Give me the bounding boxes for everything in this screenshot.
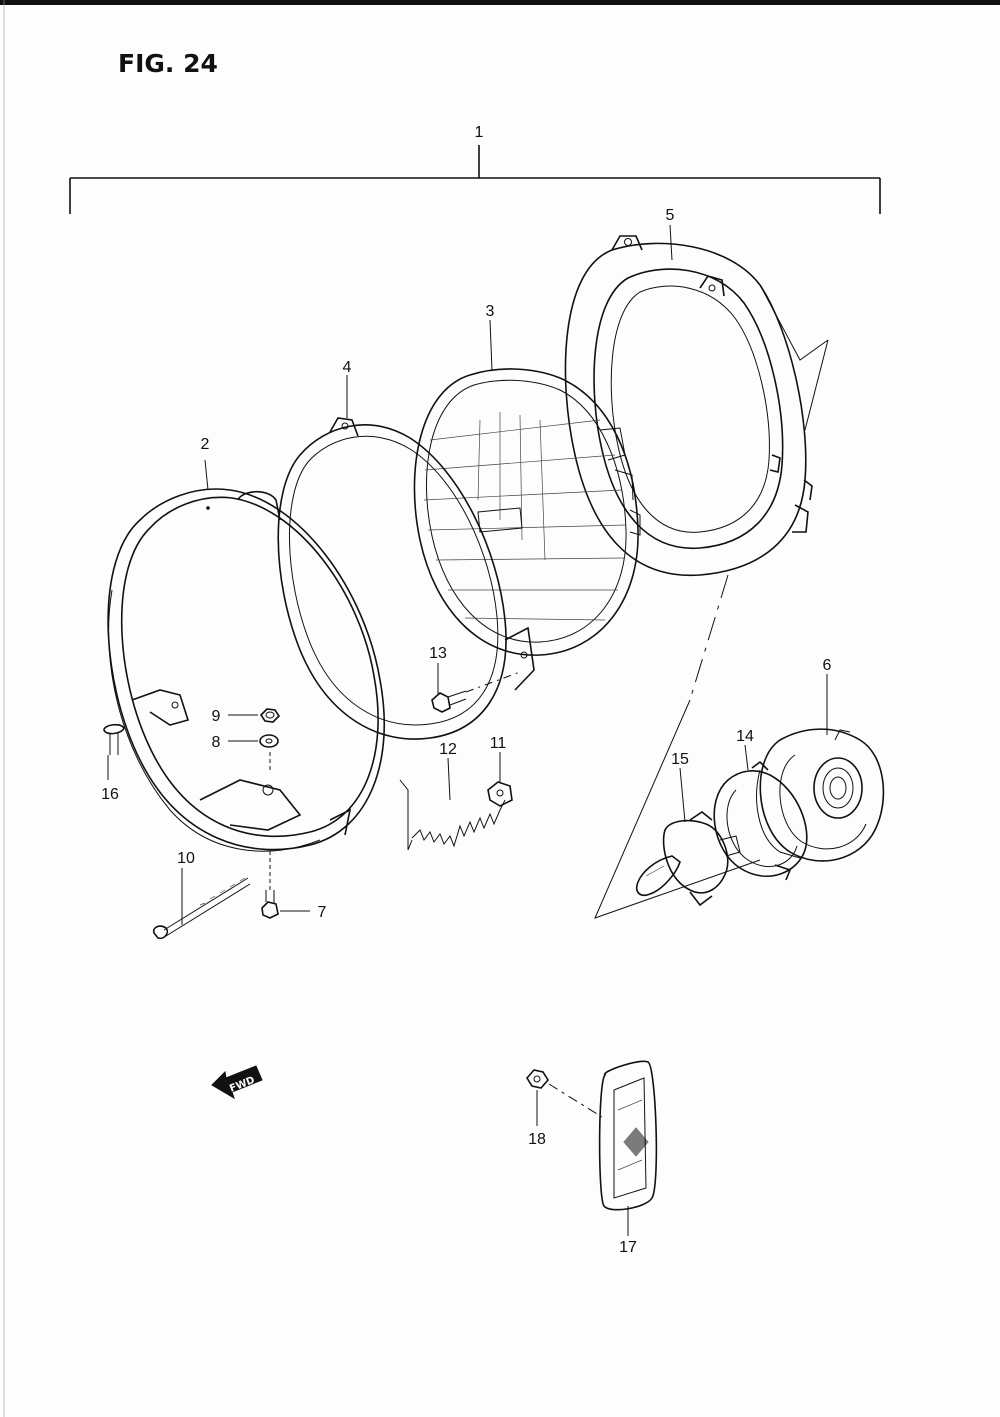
- leader-lines: [107, 224, 828, 1236]
- part-9-nut: [259, 708, 281, 723]
- callout-1: 1: [475, 124, 484, 141]
- callout-12: 12: [439, 741, 457, 758]
- callout-13: 13: [429, 645, 447, 662]
- callout-8: 8: [212, 734, 221, 751]
- part-4-mounting-rim: [277, 417, 535, 740]
- callout-5: 5: [666, 207, 675, 224]
- page-top-edge: [0, 0, 1000, 5]
- callout-10: 10: [177, 850, 195, 867]
- callout-6: 6: [823, 657, 832, 674]
- part-6-socket-cover: [756, 728, 885, 862]
- callout-3: 3: [486, 303, 495, 320]
- callout-4: 4: [343, 359, 352, 376]
- part-14-bulb-retainer: [713, 760, 808, 881]
- part-8-washer: [259, 734, 279, 748]
- callout-2: 2: [201, 436, 210, 453]
- fwd-arrow-icon: FWD: [211, 1065, 263, 1100]
- callout-16: 16: [101, 786, 119, 803]
- part-13-screw: [431, 671, 521, 713]
- part-17-side-reflector: [598, 1060, 658, 1211]
- part-11-clip-nut: [487, 781, 513, 807]
- inset-pointer-lines: [594, 574, 761, 919]
- assembly-bracket: [69, 145, 881, 214]
- callout-11: 11: [490, 735, 507, 752]
- callout-18: 18: [528, 1131, 546, 1148]
- part-5-headlight-housing: [564, 235, 829, 577]
- part-3-headlight-lens-unit: [413, 368, 641, 656]
- part-12-spring: [399, 779, 506, 851]
- callout-labels: 1 2 3 4 5 6 7 8 9 10 11 12 13 14 15 16 1…: [101, 124, 831, 1256]
- figure-title: FIG. 24: [118, 49, 218, 78]
- part-7-bolt: [261, 850, 279, 919]
- callout-14: 14: [736, 728, 754, 745]
- part-10-adjust-screw: [152, 877, 251, 940]
- part-16-screw: [103, 723, 125, 755]
- callout-9: 9: [212, 708, 221, 725]
- callout-7: 7: [318, 904, 327, 921]
- part-18-reflector-nut: [526, 1069, 603, 1118]
- callout-17: 17: [619, 1239, 637, 1256]
- part-15-headlight-bulb: [635, 811, 741, 907]
- callout-15: 15: [671, 751, 689, 768]
- part-2-headlight-rim: [107, 459, 386, 852]
